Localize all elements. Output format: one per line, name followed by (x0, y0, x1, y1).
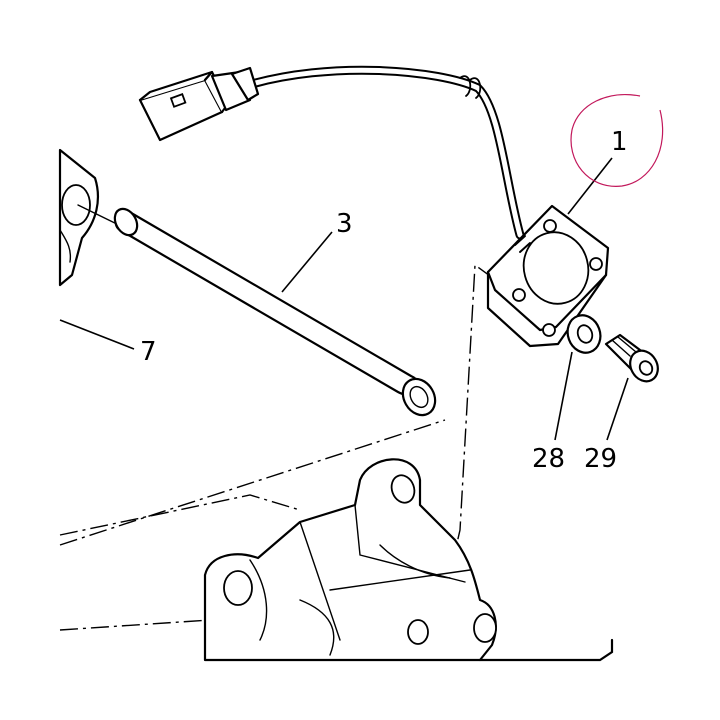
cable-connector (138, 66, 260, 142)
callout-1: 1 (611, 127, 628, 157)
part-29-bolt (604, 333, 659, 383)
callout-3: 3 (336, 209, 353, 239)
leader-7 (59, 319, 135, 350)
leader-1 (567, 157, 613, 215)
leader-lines (59, 157, 629, 441)
callout-7: 7 (140, 337, 157, 367)
callout-labels: 1 3 7 28 29 (140, 127, 628, 474)
leader-3 (281, 231, 333, 293)
callout-29: 29 (584, 444, 617, 474)
leader-28 (554, 351, 573, 441)
highlight-circle (570, 94, 664, 187)
part-1-sensor-plate (486, 204, 610, 348)
lower-bracket-assembly (203, 458, 614, 662)
sensor-cable (240, 65, 525, 240)
part-7-bracket (58, 148, 126, 287)
callout-28: 28 (532, 444, 565, 474)
part-28-washer (566, 314, 602, 354)
part-3-tube (113, 207, 437, 417)
leader-29 (606, 377, 629, 441)
